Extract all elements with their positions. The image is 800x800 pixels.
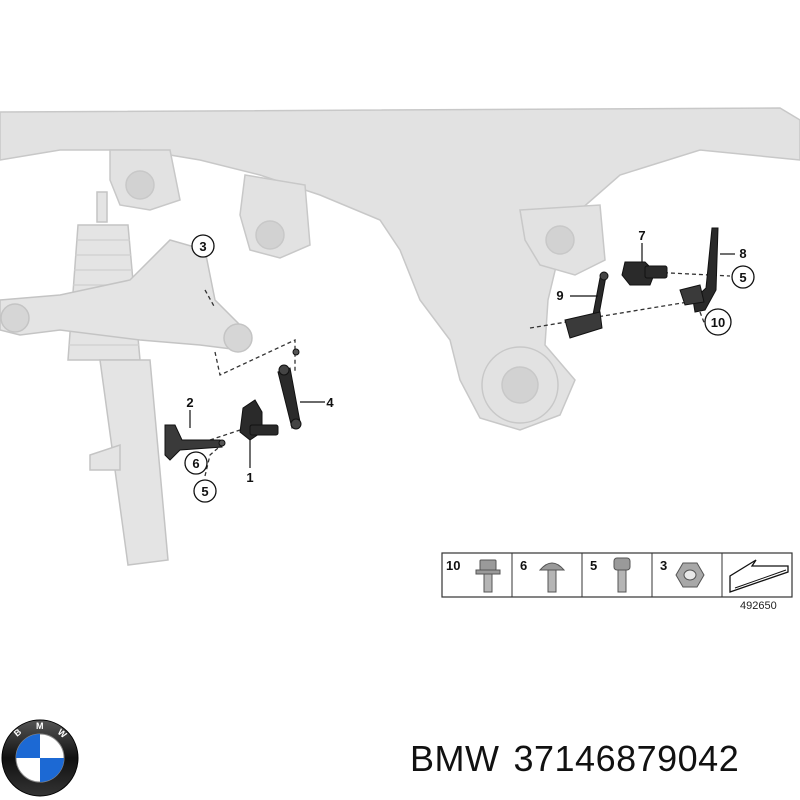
callout-circle-10 xyxy=(704,308,732,336)
legend-number-10: 10 xyxy=(446,558,460,573)
callout-label-7: 7 xyxy=(638,228,645,243)
legend-number-6: 6 xyxy=(520,558,527,573)
callout-label-4: 4 xyxy=(326,395,334,410)
callout-label-5-front: 5 xyxy=(201,484,208,499)
callout-circle-3 xyxy=(191,234,215,258)
callout-label-6: 6 xyxy=(192,456,199,471)
diagram-code: 492650 xyxy=(740,600,777,612)
callout-label-5-rear: 5 xyxy=(739,270,746,285)
logo-letter-b: B xyxy=(12,726,24,738)
pan-head-screw-icon xyxy=(538,562,566,593)
rear-sensor-parts xyxy=(564,227,719,339)
callout-label-10: 10 xyxy=(711,315,725,330)
logo-letter-m: M xyxy=(36,721,44,731)
callout-leaders xyxy=(189,243,735,468)
callout-label-8: 8 xyxy=(739,246,746,261)
callout-circle-6 xyxy=(184,451,208,475)
strut-assembly xyxy=(0,191,253,566)
callout-circle-5-rear xyxy=(731,265,755,289)
brand-part-line: BMW 37146879042 xyxy=(410,738,795,788)
circled-callouts xyxy=(184,234,755,503)
front-sensor-parts xyxy=(164,348,302,461)
brand-name: BMW xyxy=(410,738,500,779)
reference-arrow-icon xyxy=(729,559,789,593)
bmw-logo: B M W xyxy=(1,719,79,797)
rear-subframe xyxy=(0,107,800,431)
legend-number-3: 3 xyxy=(660,558,667,573)
flange-bolt-icon xyxy=(475,559,501,593)
callout-label-3: 3 xyxy=(199,239,206,254)
callout-numbers: 3 6 5 5 10 2 1 4 7 8 9 xyxy=(186,228,746,499)
hex-nut-icon xyxy=(675,562,705,588)
callout-label-2: 2 xyxy=(186,395,193,410)
callout-circle-5-front xyxy=(193,479,217,503)
torx-screw-icon xyxy=(613,557,631,593)
callout-label-1: 1 xyxy=(246,470,253,485)
part-number: 37146879042 xyxy=(513,738,740,779)
hardware-legend: 10 6 5 3 492650 xyxy=(441,552,793,612)
callout-label-9: 9 xyxy=(556,288,563,303)
legend-number-5: 5 xyxy=(590,558,597,573)
